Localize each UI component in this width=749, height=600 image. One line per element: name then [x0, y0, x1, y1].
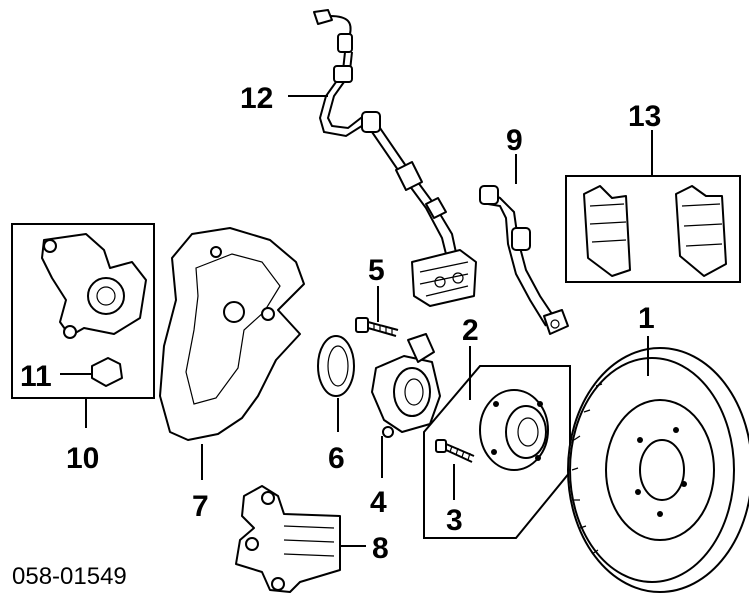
callout-3: 3	[446, 504, 463, 537]
part-7-splash-shield	[159, 227, 305, 441]
part-12-brake-hose	[313, 9, 477, 307]
callout-12: 12	[240, 82, 273, 115]
leader-lines	[60, 95, 653, 547]
callout-10: 10	[66, 442, 99, 475]
part-1-brake-rotor	[567, 347, 749, 593]
part-8-caliper	[235, 485, 341, 593]
part-6-seal	[317, 335, 355, 397]
callout-labels: 1 2 3 4 5 6 7 8 9 10 11 12 13	[20, 82, 661, 565]
callout-2: 2	[462, 314, 479, 347]
callout-13: 13	[628, 100, 661, 133]
callout-7: 7	[192, 490, 209, 523]
callout-5: 5	[368, 254, 385, 287]
part-10-steering-knuckle	[11, 223, 155, 399]
part-13-brake-pads	[565, 175, 741, 283]
callout-1: 1	[638, 302, 655, 335]
callout-11: 11	[20, 360, 52, 393]
part-9-flexible-hose	[479, 185, 569, 335]
callout-9: 9	[506, 124, 523, 157]
callout-8: 8	[372, 532, 389, 565]
callout-6: 6	[328, 442, 345, 475]
callout-4: 4	[370, 486, 387, 519]
part-4-bearing	[371, 333, 441, 438]
part-3-hub-bolt	[435, 439, 475, 463]
part-5-bolt	[355, 317, 399, 337]
part-2-hub	[423, 365, 571, 539]
diagram-reference-code: 058-01549	[12, 563, 127, 590]
